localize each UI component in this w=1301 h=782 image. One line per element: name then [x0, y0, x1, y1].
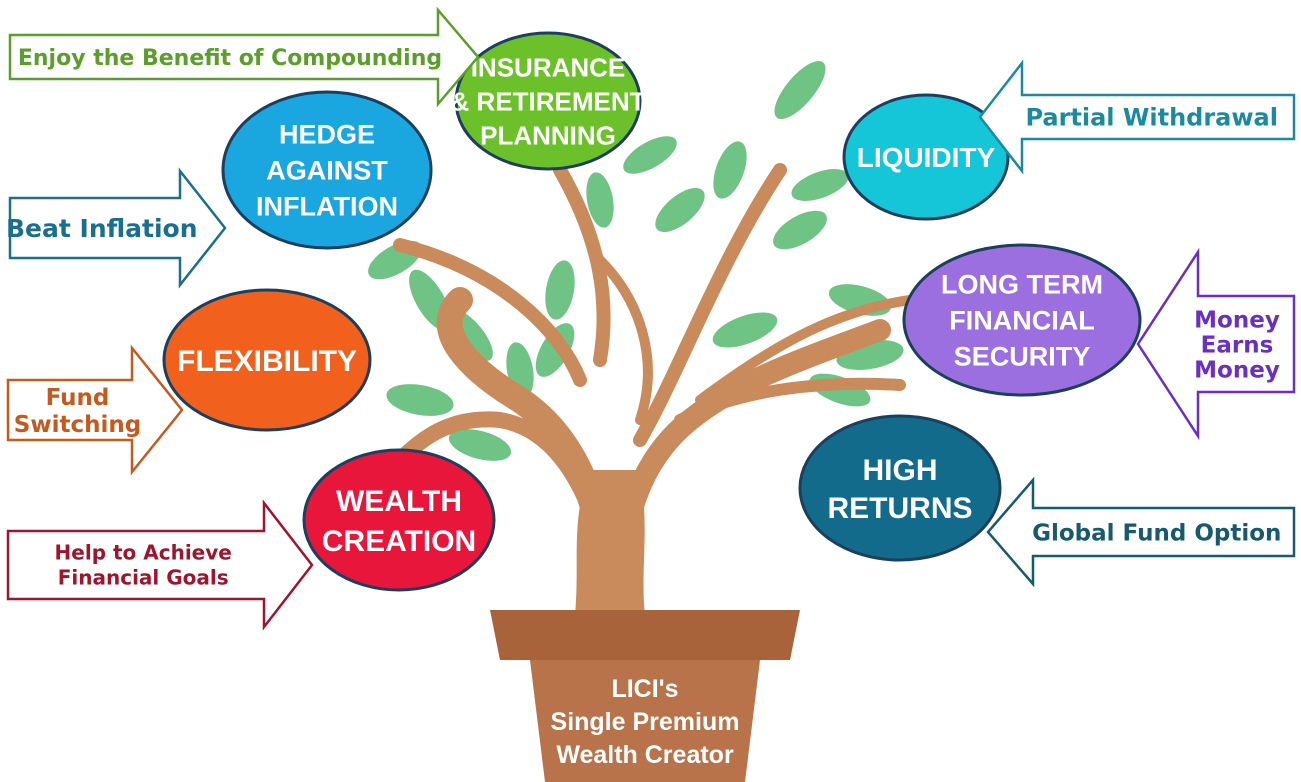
bubble-high-returns: HIGH RETURNS: [798, 414, 1002, 562]
bubble-hedge: HEDGE AGAINST INFLATION: [221, 90, 433, 250]
bubble-label: PLANNING: [480, 120, 616, 150]
arrow-label: Money: [1194, 357, 1280, 383]
leaf: [774, 60, 826, 120]
arrow-shape: [1136, 247, 1296, 441]
bubble-label: RETURNS: [827, 492, 972, 525]
arrow-partial-withdrawal: Partial Withdrawal: [978, 59, 1296, 175]
arrow-shape: [6, 344, 184, 476]
arrow-shape: [8, 6, 480, 108]
bubble-shape: [454, 31, 642, 171]
bubble-shape: [902, 243, 1142, 397]
pot-label-line-1: LICI's: [611, 675, 678, 703]
pot-body: [530, 660, 760, 782]
arrow-label: Global Fund Option: [1032, 520, 1281, 546]
arrow-label: Fund: [46, 385, 110, 411]
bubble-shape: [842, 93, 1010, 221]
bubble-insurance: INSURANCE & RETIREMENT PLANNING: [451, 31, 646, 171]
bubble-label: AGAINST: [266, 156, 388, 186]
leaf: [545, 260, 575, 320]
arrow-shape: [986, 476, 1296, 588]
bubble-shape: [221, 90, 433, 250]
arrow-label: Switching: [14, 412, 141, 438]
leaves-group: [368, 60, 904, 461]
bubble-label: LIQUIDITY: [857, 142, 996, 173]
pot-label-line-2: Single Premium: [551, 708, 740, 736]
bubble-label: LONG TERM: [941, 270, 1103, 300]
flower-pot: LICI's Single Premium Wealth Creator: [490, 610, 800, 782]
bubble-label: & RETIREMENT: [451, 86, 646, 116]
bubble-long-term: LONG TERM FINANCIAL SECURITY: [902, 243, 1142, 397]
bubble-label: HIGH: [863, 454, 938, 487]
arrow-shape: [978, 59, 1296, 175]
bubble-label: FLEXIBILITY: [177, 345, 357, 378]
pot-label-line-3: Wealth Creator: [556, 741, 734, 769]
tree-branch: [633, 163, 787, 447]
leaf: [791, 169, 849, 201]
arrow-label: Earns: [1201, 332, 1274, 358]
bubble-label: SECURITY: [954, 342, 1091, 372]
leaf: [773, 210, 827, 250]
bubble-label: HEDGE: [279, 120, 375, 150]
arrow-label: Enjoy the Benefit of Compounding: [18, 46, 442, 71]
arrow-beat-inflation: Beat Inflation: [6, 167, 227, 289]
bubble-label: FINANCIAL: [949, 306, 1094, 336]
tree-trunk: [392, 163, 915, 623]
bubble-label: INSURANCE: [471, 52, 626, 82]
bubble-label: WEALTH: [336, 485, 462, 518]
pot-rim: [490, 610, 800, 660]
bubble-shape: [302, 448, 496, 592]
arrow-global-fund: Global Fund Option: [986, 476, 1296, 588]
leaf: [386, 384, 454, 416]
tree-trunk-base: [575, 470, 645, 615]
arrow-label: Financial Goals: [58, 566, 229, 590]
leaf: [712, 312, 778, 348]
bubble-shape: [798, 414, 1002, 562]
benefit-bubbles: INSURANCE & RETIREMENT PLANNING HEDGE AGAINS…: [162, 31, 1142, 592]
bubble-label: INFLATION: [256, 192, 398, 222]
arrow-compounding: Enjoy the Benefit of Compounding: [8, 6, 480, 108]
leaf: [623, 136, 677, 174]
tree-branch: [393, 238, 587, 387]
arrow-shape: [8, 167, 227, 289]
leaf: [448, 429, 512, 461]
arrow-label: Partial Withdrawal: [1025, 104, 1278, 132]
arrow-label: Help to Achieve: [55, 541, 232, 565]
tree-branch: [695, 295, 915, 405]
arrow-label: Beat Inflation: [6, 214, 198, 243]
leaf: [655, 187, 705, 233]
bubble-flexibility: FLEXIBILITY: [162, 288, 372, 432]
tree-branch: [553, 163, 611, 367]
bubble-label: CREATION: [322, 525, 476, 558]
bubble-shape: [162, 288, 372, 432]
leaf: [586, 172, 614, 228]
tree-branch: [595, 255, 653, 425]
arrow-shape: [6, 499, 314, 631]
bubble-liquidity: LIQUIDITY: [842, 93, 1010, 221]
tree-branch: [674, 377, 906, 426]
feature-arrows: Enjoy the Benefit of CompoundingPartial …: [6, 6, 1296, 631]
bubble-wealth: WEALTH CREATION: [302, 448, 496, 592]
leaf: [713, 141, 747, 199]
leaf: [535, 323, 575, 377]
arrow-label: Money: [1194, 307, 1280, 333]
